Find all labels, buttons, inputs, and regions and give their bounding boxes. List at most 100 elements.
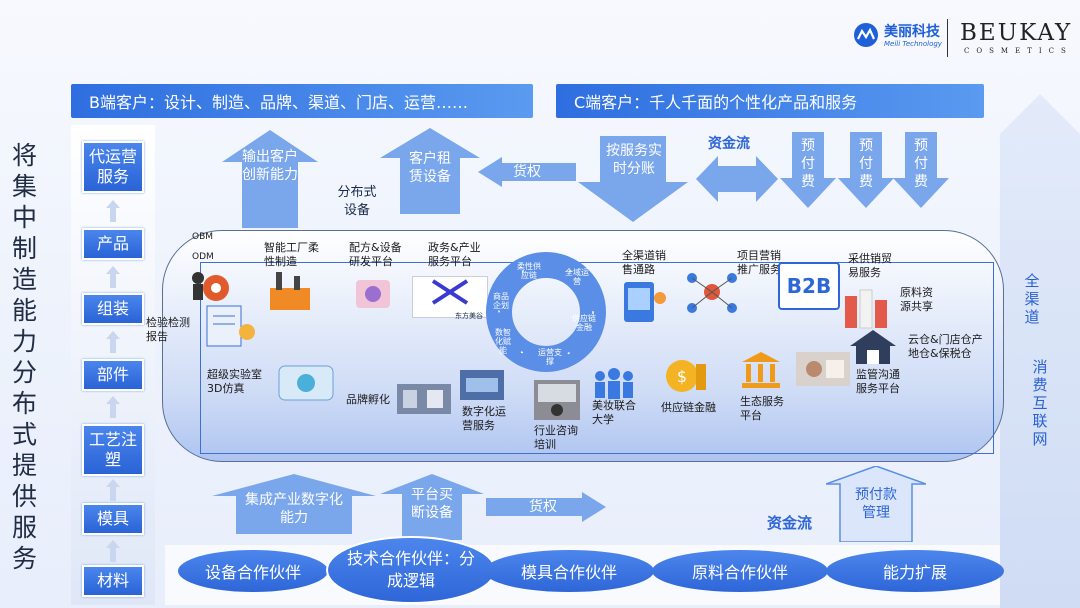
cycle-label-product-plan: 商品企划 xyxy=(493,292,509,310)
college-people-icon xyxy=(595,368,633,399)
output-innovation-label: 输出客户创新能力 xyxy=(242,149,298,183)
down-arrow-prepay-1 xyxy=(780,132,836,208)
up-arrow-icon xyxy=(106,540,120,562)
college-label: 美妆联合大学 xyxy=(592,399,636,426)
chip-operation-service: 代运营服务 xyxy=(82,141,144,193)
capability-expansion: 能力扩展 xyxy=(826,550,1004,592)
supervision-label: 监管沟通服务平台 xyxy=(856,368,900,395)
chip-process-molding: 工艺注塑 xyxy=(82,424,144,476)
cosmetics-text: COSMETICS xyxy=(964,47,1073,55)
cycle-label-supply-finance: 供应链金融 xyxy=(572,314,596,332)
left-arrow-goods-top xyxy=(478,157,576,187)
sourcing-label: 采供销贸易服务 xyxy=(848,252,892,279)
prepay-1-label: 预付费 xyxy=(801,138,815,190)
down-arrow-split xyxy=(578,136,688,222)
sales-channel-label: 全渠道销售通路 xyxy=(622,249,666,276)
cycle-label-flex-supply: 柔性供应链 xyxy=(517,262,541,280)
warehouse-label: 云仓&门店仓产地仓&保税仓 xyxy=(908,333,983,360)
down-arrow-prepay-2 xyxy=(838,132,894,208)
up-arrow-icon xyxy=(106,266,120,288)
partner-raw-material: 原料合作伙伴 xyxy=(652,550,828,592)
partner-technology: 技术合作伙伴：分成逻辑 xyxy=(326,536,496,604)
down-arrow-prepay-3 xyxy=(893,132,949,208)
brand-cn: 美丽科技 xyxy=(884,24,940,40)
inspection-label: 检验检测报告 xyxy=(146,316,190,343)
lab-equipment-icon xyxy=(356,280,390,308)
consulting-photo xyxy=(534,380,580,420)
lease-equipment-label: 客户租赁设备 xyxy=(409,151,451,185)
promo-label: 项目营销推广服务 xyxy=(737,249,781,276)
bank-building-icon xyxy=(742,352,780,388)
chip-component: 部件 xyxy=(82,359,144,391)
supply-finance-label: 供应链金融 xyxy=(661,401,716,414)
gear-person-icon xyxy=(192,272,229,301)
right-up-arrow-band xyxy=(1000,94,1080,608)
distributed-equipment-label: 分布式设备 xyxy=(337,185,377,218)
obm-label: OBM xyxy=(192,232,214,242)
logo-divider xyxy=(947,19,948,57)
inspection-report-icon xyxy=(206,305,255,347)
promotion-network-icon xyxy=(687,273,737,313)
chip-mold: 模具 xyxy=(82,503,144,535)
coin-finance-icon: $ xyxy=(666,360,706,392)
svg-text:$: $ xyxy=(677,367,687,386)
dongfang-text: 东方美谷 xyxy=(455,312,483,320)
eco-platform-label: 生态服务平台 xyxy=(740,395,784,422)
lab-3d-icon xyxy=(278,365,334,401)
prepay-2-label: 预付费 xyxy=(859,138,873,190)
warehouse-house-icon xyxy=(850,330,896,364)
dongfang-logo: 东方美谷 xyxy=(412,276,488,320)
up-arrow-prepay-mgmt xyxy=(826,466,926,542)
cycle-label-global-ops: 全域运营 xyxy=(565,268,589,286)
chip-assembly: 组装 xyxy=(82,293,144,325)
up-arrow-output xyxy=(222,130,318,228)
up-arrow-lease xyxy=(380,128,480,214)
operations-cycle-ring xyxy=(486,252,606,372)
b-end-bar: B端客户：设计、制造、品牌、渠道、门店、运营…… xyxy=(71,84,533,118)
split-account-label: 按服务实时分账 xyxy=(606,143,662,177)
prepay-3-label: 预付费 xyxy=(914,138,928,190)
brand-incubation-label: 品牌孵化 xyxy=(346,393,390,406)
right-vertical-internet: 消费互联网 xyxy=(1032,358,1048,448)
odm-label: ODM xyxy=(192,252,214,262)
up-arrow-icon xyxy=(106,200,120,222)
cycle-label-ops-support: 运营支撑 xyxy=(538,348,562,366)
raw-material-label: 原料资源共享 xyxy=(900,286,933,313)
lab-label: 超级实验室3D仿真 xyxy=(207,368,262,395)
left-vertical-title: 将集中制造能力分布式提供服务 xyxy=(12,141,38,573)
sales-channel-icon xyxy=(624,282,666,322)
c-end-bar: C端客户：千人千面的个性化产品和服务 xyxy=(556,84,984,118)
capital-flow-bottom: 资金流 xyxy=(767,514,813,532)
factory-icon xyxy=(270,272,310,310)
platform-buy-label: 平台买断设备 xyxy=(411,487,453,521)
chip-product: 产品 xyxy=(82,228,144,260)
brand-incubation-photo xyxy=(397,384,451,414)
cycle-label-digital-empower: 数智化赋能 xyxy=(495,328,511,355)
double-arrow-capital xyxy=(696,156,778,202)
b2b-icon: B2B xyxy=(778,262,840,310)
digital-ops-label: 数字化运营服务 xyxy=(462,405,506,432)
supervision-photo xyxy=(796,352,850,386)
x-mark-icon xyxy=(431,279,469,305)
raw-material-bottles-icon xyxy=(845,289,887,329)
right-arrow-goods-bottom xyxy=(486,492,606,522)
brand-en: Meili Technology xyxy=(884,40,942,48)
up-arrow-icon xyxy=(106,479,120,501)
up-arrow-icon xyxy=(106,396,120,418)
integration-label: 集成产业数字化能力 xyxy=(245,492,343,526)
goods-right-bottom-label: 货权 xyxy=(529,499,557,515)
central-inner-frame xyxy=(200,262,994,454)
rd-platform-label: 配方&设备研发平台 xyxy=(349,241,402,268)
chip-material: 材料 xyxy=(82,565,144,597)
gov-platform-label: 政务&产业服务平台 xyxy=(428,241,481,268)
prepay-mgmt-label: 预付款管理 xyxy=(855,487,897,521)
right-vertical-channel: 全渠道 xyxy=(1024,272,1040,326)
consulting-label: 行业咨询培训 xyxy=(534,424,578,451)
goods-right-top-label: 货权 xyxy=(513,164,541,180)
digital-ops-photo xyxy=(460,370,504,400)
smart-factory-label: 智能工厂柔性制造 xyxy=(264,241,319,268)
beukay-logo: BEUKAY xyxy=(960,20,1073,46)
up-arrow-icon xyxy=(106,331,120,353)
capital-flow-top: 资金流 xyxy=(708,136,750,152)
partner-equipment: 设备合作伙伴 xyxy=(178,550,328,592)
